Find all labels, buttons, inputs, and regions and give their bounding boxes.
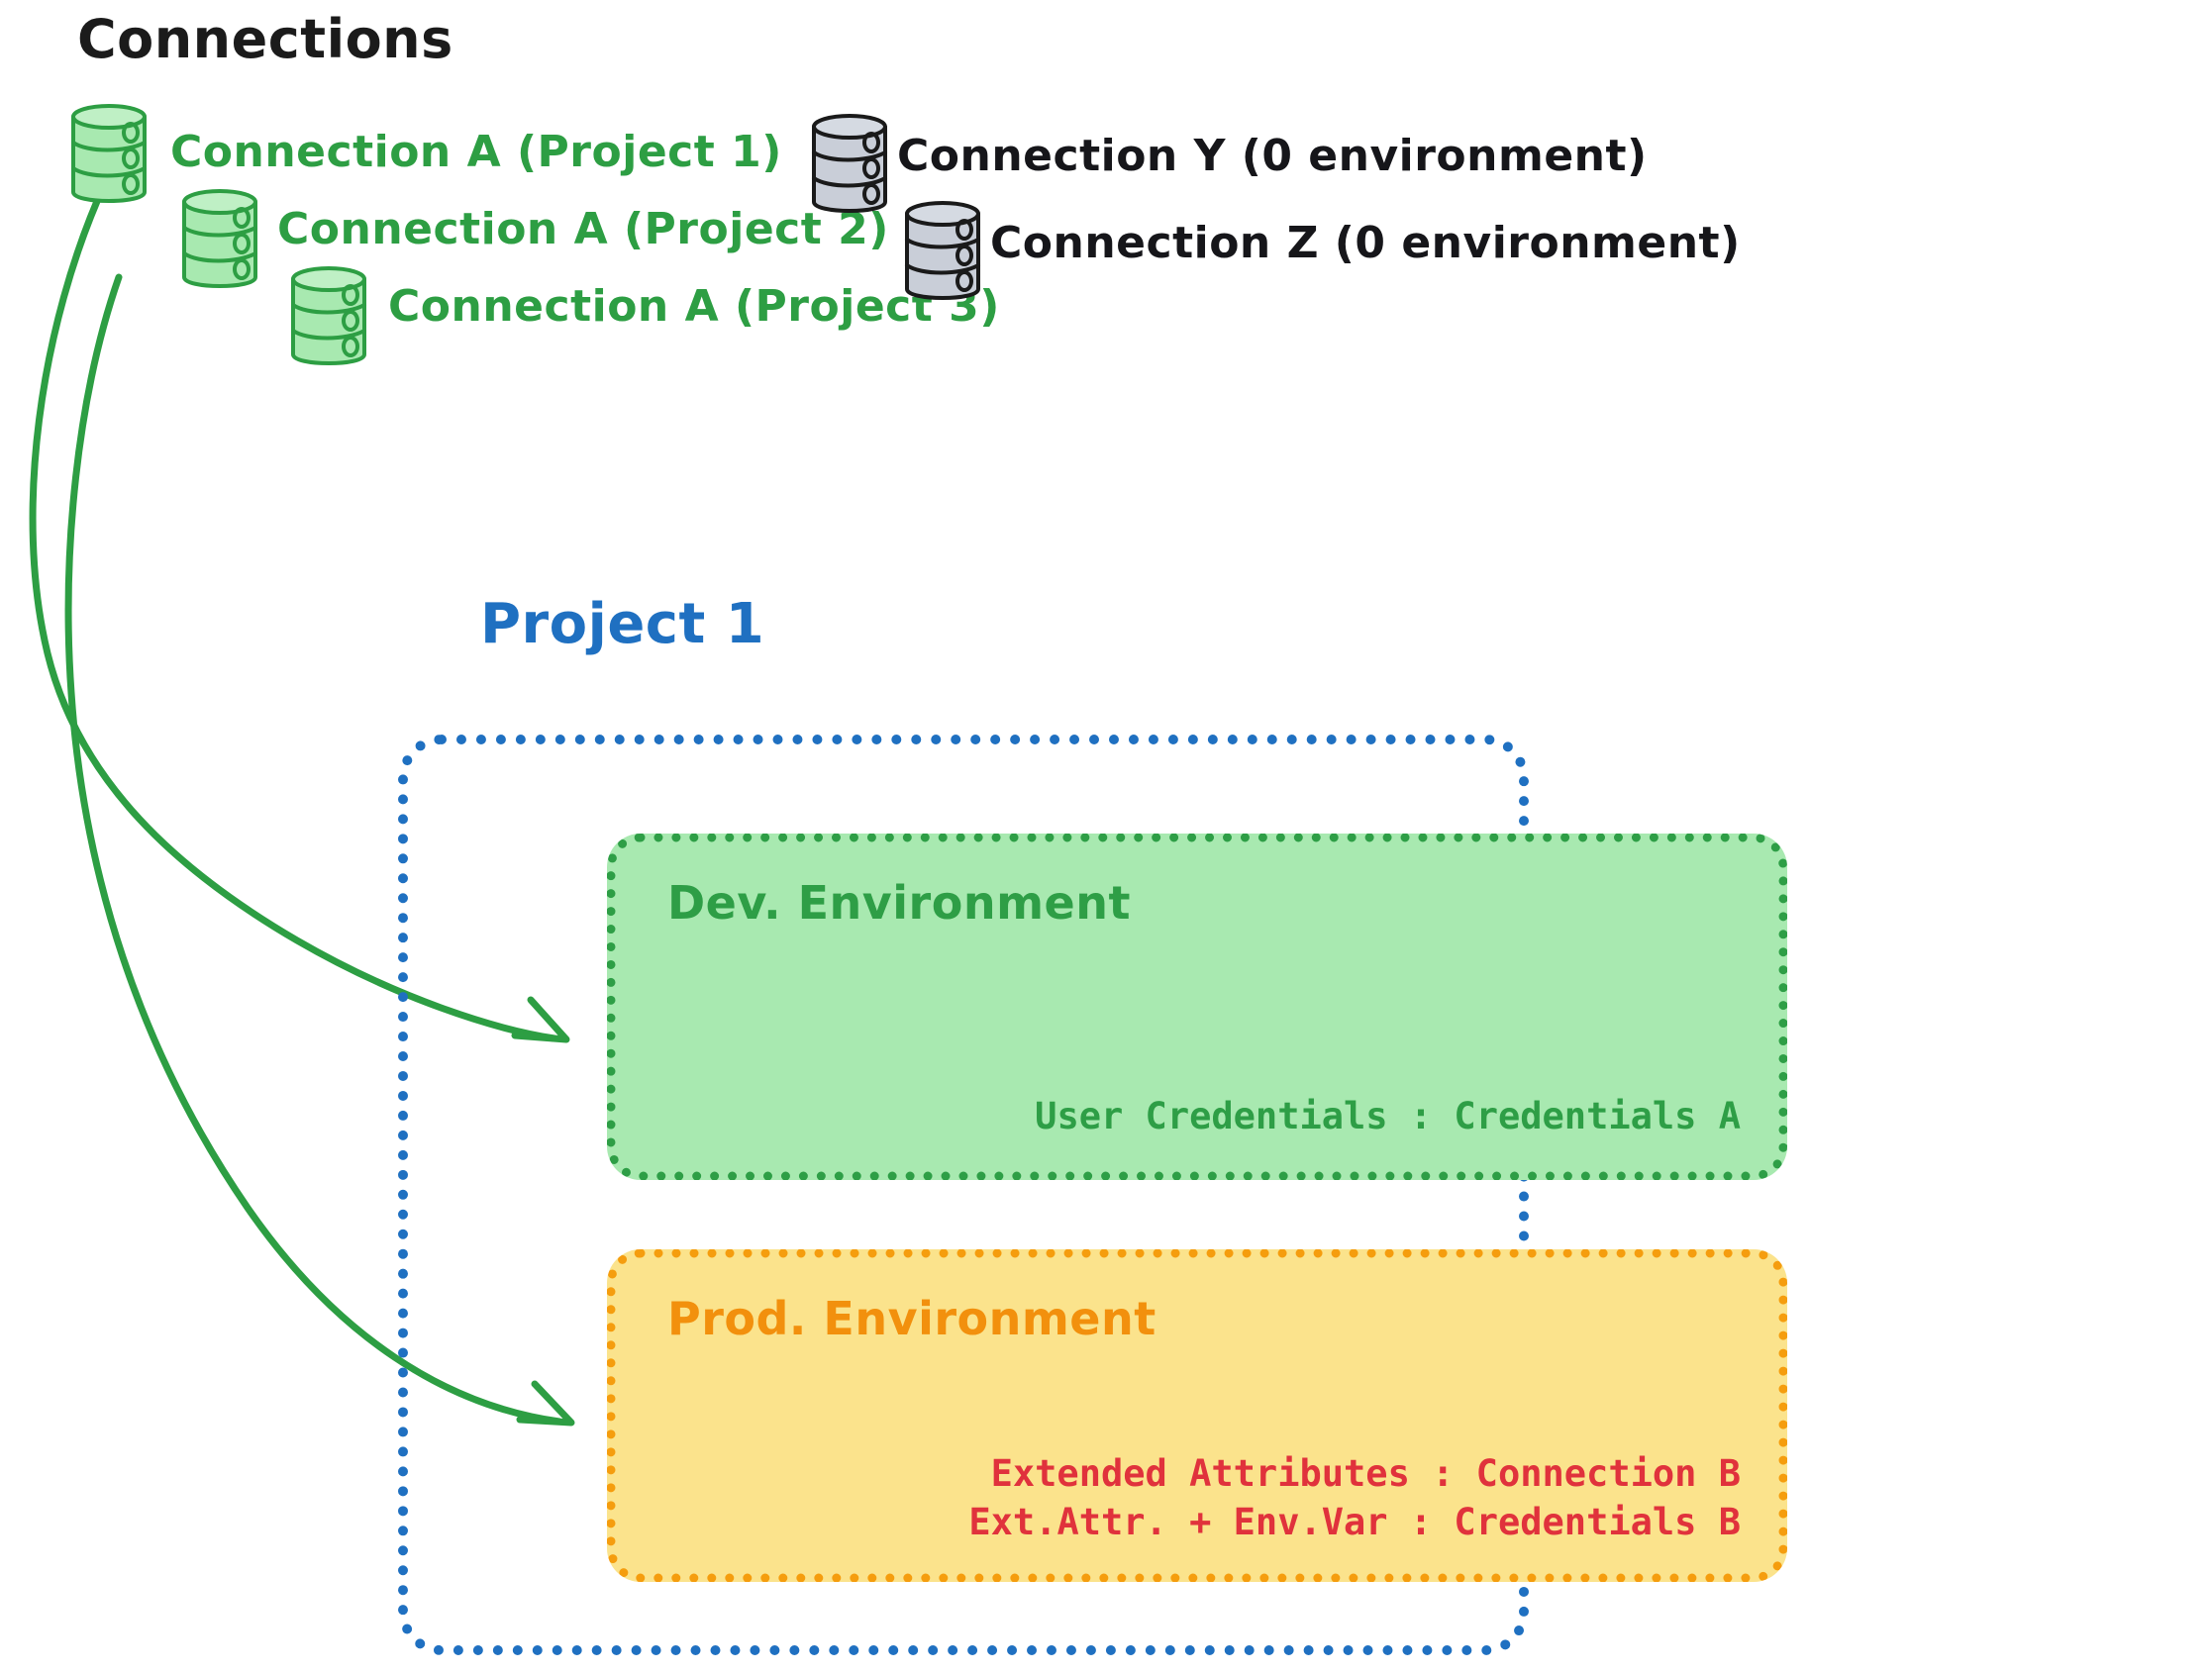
connection-label-project-2: Connection A (Project 2) (277, 204, 889, 254)
prod-environment-line-2: Ext.Attr. + Env.Var : Credentials B (968, 1501, 1741, 1544)
prod-environment-lines: Extended Attributes : Connection B Ext.A… (968, 1450, 1741, 1547)
prod-environment-box[interactable]: Prod. Environment Extended Attributes : … (607, 1249, 1787, 1582)
connection-label-project-1: Connection A (Project 1) (170, 127, 782, 177)
database-icon (806, 109, 893, 220)
dev-environment-lines: User Credentials : Credentials A (1035, 1093, 1741, 1141)
page-title: Connections (77, 8, 453, 70)
prod-environment-title: Prod. Environment (667, 1292, 1156, 1345)
database-icon (176, 184, 263, 295)
connection-label-z: Connection Z (0 environment) (990, 218, 1741, 268)
database-icon (285, 261, 372, 372)
dev-environment-line-1: User Credentials : Credentials A (1035, 1095, 1741, 1138)
prod-environment-line-1: Extended Attributes : Connection B (990, 1452, 1741, 1496)
database-icon (899, 196, 986, 307)
dev-environment-box[interactable]: Dev. Environment User Credentials : Cred… (607, 834, 1787, 1180)
dev-environment-title: Dev. Environment (667, 876, 1131, 930)
database-icon (65, 99, 152, 210)
connection-label-project-3: Connection A (Project 3) (388, 281, 1000, 332)
project-container (398, 735, 1529, 1655)
project-title: Project 1 (480, 592, 765, 656)
connection-label-y: Connection Y (0 environment) (897, 131, 1648, 181)
